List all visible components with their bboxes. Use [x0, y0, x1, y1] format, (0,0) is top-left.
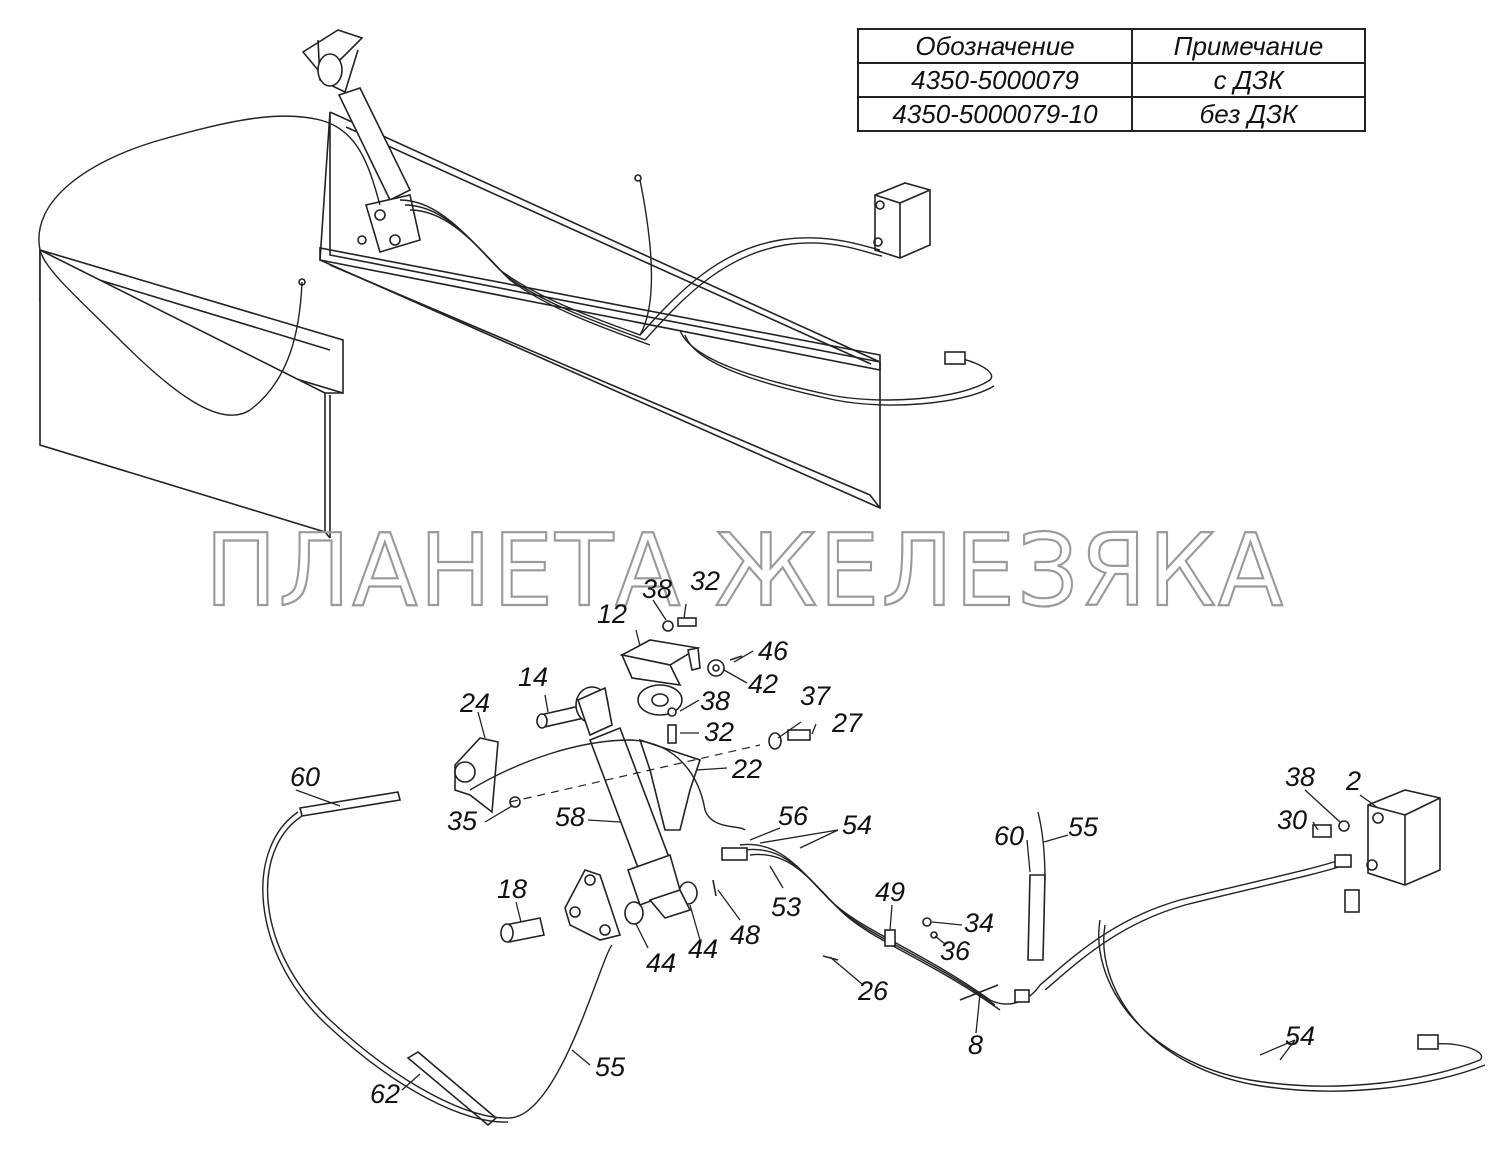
callout-24: 24 [459, 688, 490, 718]
row-designation: 4350-5000079 [857, 62, 1133, 98]
header-note: Примечание [1131, 28, 1366, 64]
row-note: без ДЗК [1131, 96, 1366, 132]
table-row: 4350-5000079-10 без ДЗК [857, 96, 1366, 132]
tilt-cylinder-assembly [301, 29, 421, 253]
callout-12: 12 [597, 599, 627, 629]
part-12-bracket [619, 639, 701, 716]
callout-32: 32 [690, 566, 720, 596]
part-60-tube-left [299, 791, 401, 817]
hose-lines-top [38, 115, 995, 416]
cab-frame-panel [39, 248, 344, 539]
part-58-cylinder [575, 686, 692, 919]
row-designation: 4350-5000079-10 [857, 96, 1133, 132]
callout-60-b: 60 [994, 821, 1024, 851]
callout-2: 2 [1345, 766, 1361, 796]
table-header-row: Обозначение Примечание [857, 28, 1366, 64]
callout-22: 22 [731, 754, 762, 784]
designation-table: Обозначение Примечание 4350-5000079 с ДЗ… [857, 28, 1366, 132]
callout-62: 62 [370, 1079, 400, 1109]
callout-38-b: 38 [700, 686, 730, 716]
callout-37: 37 [800, 681, 831, 711]
callout-36: 36 [940, 936, 971, 966]
callout-32-b: 32 [704, 717, 734, 747]
callout-49: 49 [875, 877, 905, 907]
callout-8: 8 [968, 1030, 983, 1060]
callout-58: 58 [555, 802, 585, 832]
callout-44: 44 [646, 948, 676, 978]
callout-55: 55 [1068, 812, 1099, 842]
callout-38-c: 38 [1285, 762, 1315, 792]
part-18-lever [500, 869, 622, 943]
callout-54-b: 54 [1285, 1021, 1315, 1051]
callout-48: 48 [730, 920, 760, 950]
assembly-overview [38, 29, 995, 539]
exploded-view [262, 617, 1486, 1127]
callout-26: 26 [857, 976, 889, 1006]
callout-38: 38 [642, 574, 672, 604]
callout-27: 27 [831, 708, 863, 738]
part-2-pump [1366, 789, 1441, 886]
callout-54: 54 [842, 810, 872, 840]
callout-55-b: 55 [595, 1052, 626, 1082]
part-14-pin [536, 705, 586, 729]
callout-14: 14 [518, 662, 548, 692]
watermark: ПЛАНЕТА ЖЕЛЕЗЯКА [205, 512, 1285, 629]
part-60-tube-right [1027, 874, 1046, 961]
callout-30: 30 [1277, 805, 1307, 835]
frame-rail [319, 111, 881, 510]
pump-box [873, 182, 931, 259]
callout-53: 53 [771, 892, 801, 922]
header-designation: Обозначение [857, 28, 1133, 64]
row-note: с ДЗК [1131, 62, 1366, 98]
callout-60: 60 [290, 762, 320, 792]
callout-labels: 32 38 12 46 42 14 38 37 24 32 27 22 60 3… [290, 566, 1361, 1109]
callout-18: 18 [497, 874, 527, 904]
callout-34: 34 [964, 908, 994, 938]
leader-lines [295, 599, 1379, 1091]
callout-42: 42 [748, 669, 778, 699]
fasteners [509, 617, 1350, 961]
table-row: 4350-5000079 с ДЗК [857, 62, 1366, 98]
callout-35: 35 [447, 806, 478, 836]
hose-lines-exploded [262, 739, 1486, 1123]
callout-44-b: 44 [688, 934, 718, 964]
callout-56: 56 [778, 801, 809, 831]
part-24-bracket [454, 737, 499, 814]
callout-46: 46 [758, 636, 789, 666]
